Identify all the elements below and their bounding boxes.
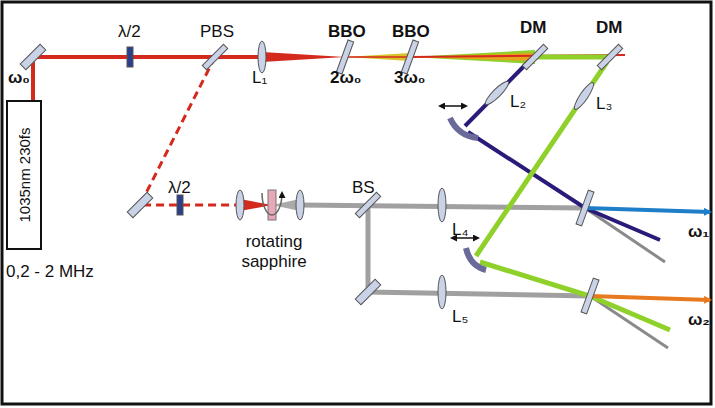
- crystal-label: BBO: [328, 22, 366, 42]
- beamsplitter-label: PBS: [200, 22, 234, 42]
- laser-spec: 1035nm 230fs: [16, 127, 33, 222]
- waveplate-label: λ/2: [118, 22, 141, 42]
- frequency-label: 2ω₀: [330, 68, 361, 88]
- output-label: ω₁: [688, 222, 709, 242]
- lens-label: L₁: [252, 68, 267, 88]
- lens-label: L₄: [452, 220, 468, 240]
- beamsplitter-label: BS: [352, 178, 375, 198]
- crystal-label: rotating sapphire: [232, 232, 316, 272]
- lens-label: L₅: [452, 307, 468, 327]
- frequency-label: ω₀: [8, 68, 30, 88]
- mirror-label: DM: [596, 18, 622, 38]
- waveplate-label: λ/2: [168, 178, 191, 198]
- lens-label: L₃: [596, 94, 612, 114]
- lens-label: L₂: [510, 92, 526, 112]
- mirror-label: DM: [520, 18, 546, 38]
- frequency-label: 3ω₀: [394, 68, 425, 88]
- laser-box: 1035nm 230fs: [6, 100, 42, 250]
- rep-rate-label: 0,2 - 2 MHz: [6, 262, 94, 282]
- output-label: ω₂: [688, 310, 710, 330]
- crystal-label: BBO: [392, 22, 430, 42]
